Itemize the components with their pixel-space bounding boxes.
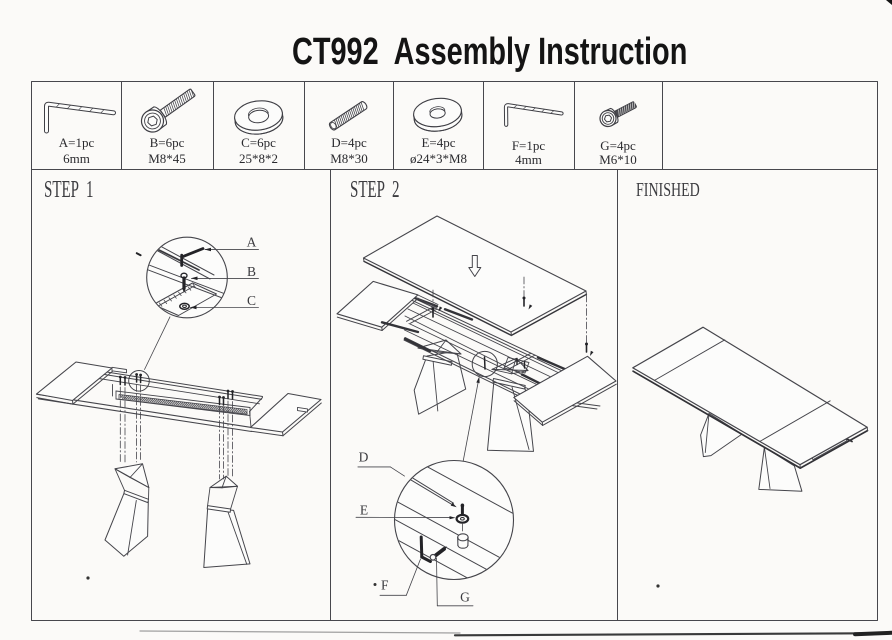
- svg-text:D: D: [359, 449, 369, 464]
- svg-text:B: B: [247, 264, 256, 279]
- svg-text:C: C: [247, 293, 256, 308]
- svg-text:F: F: [381, 578, 389, 593]
- svg-text:E: E: [360, 502, 368, 517]
- svg-text:A: A: [247, 235, 257, 250]
- svg-text:G: G: [460, 590, 470, 605]
